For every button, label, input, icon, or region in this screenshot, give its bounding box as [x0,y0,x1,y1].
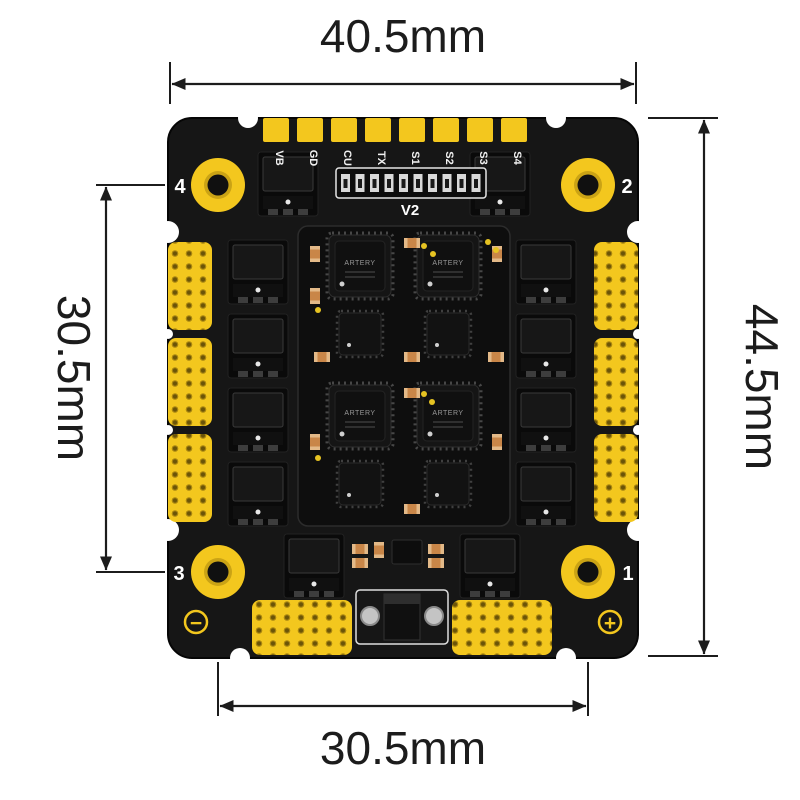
polarity-positive: + [597,609,623,635]
pad-label-vb: VB [273,150,285,165]
mounting-hole-top-left [191,158,245,212]
mounting-hole-bottom-right [561,545,615,599]
mounting-hole-bottom-left [191,545,245,599]
header-footprint [335,167,487,199]
pcb-board: V2 [157,108,649,668]
signal-pad-labels: VB GD CU TX S1 S2 S3 S4 [273,150,523,167]
pad-label-s3: S3 [477,151,489,164]
corner-number-4: 4 [174,176,186,198]
dimension-bottom: 30.5mm [217,662,589,774]
signal-pads [263,118,527,142]
esc-core [297,225,511,527]
pad-label-s4: S4 [511,151,523,165]
signal-pad [297,118,323,142]
signal-pad [331,118,357,142]
pad-label-gd: GD [307,150,319,167]
dimension-bottom-value: 30.5mm [320,722,486,774]
battery-pads [252,600,552,655]
component-footprint-outline [355,589,449,645]
polarity-positive-sign: + [604,612,616,635]
through-hole-pad [424,606,444,626]
pad-label-s2: S2 [443,151,455,164]
signal-pad [399,118,425,142]
signal-pad [365,118,391,142]
power-section [352,539,449,645]
polarity-negative: − [183,609,209,635]
pad-label-s1: S1 [409,151,421,164]
corner-number-1: 1 [622,563,633,585]
test-points [315,239,499,461]
corner-number-2: 2 [621,176,632,198]
pad-label-cu: CU [341,150,353,166]
signal-pad [501,118,527,142]
signal-pad [263,118,289,142]
dimension-left-value: 30.5mm [48,295,100,461]
motor-pads-left [168,242,212,522]
dimension-top-value: 40.5mm [320,10,486,62]
mounting-hole-top-right [561,158,615,212]
pad-label-tx: TX [375,151,387,166]
edge-notches [157,108,649,668]
polarity-negative-sign: − [190,612,202,635]
dimension-right-value: 44.5mm [736,304,788,470]
through-hole-pad [360,606,380,626]
dimension-right: 44.5mm [648,117,788,657]
signal-pad [467,118,493,142]
dimension-left: 30.5mm [48,184,165,573]
board-version-label: V2 [401,202,419,219]
motor-pads-right [594,242,638,522]
dimension-top: 40.5mm [169,10,637,104]
regulator-chip [391,539,423,565]
signal-pad [433,118,459,142]
corner-number-3: 3 [173,563,184,585]
